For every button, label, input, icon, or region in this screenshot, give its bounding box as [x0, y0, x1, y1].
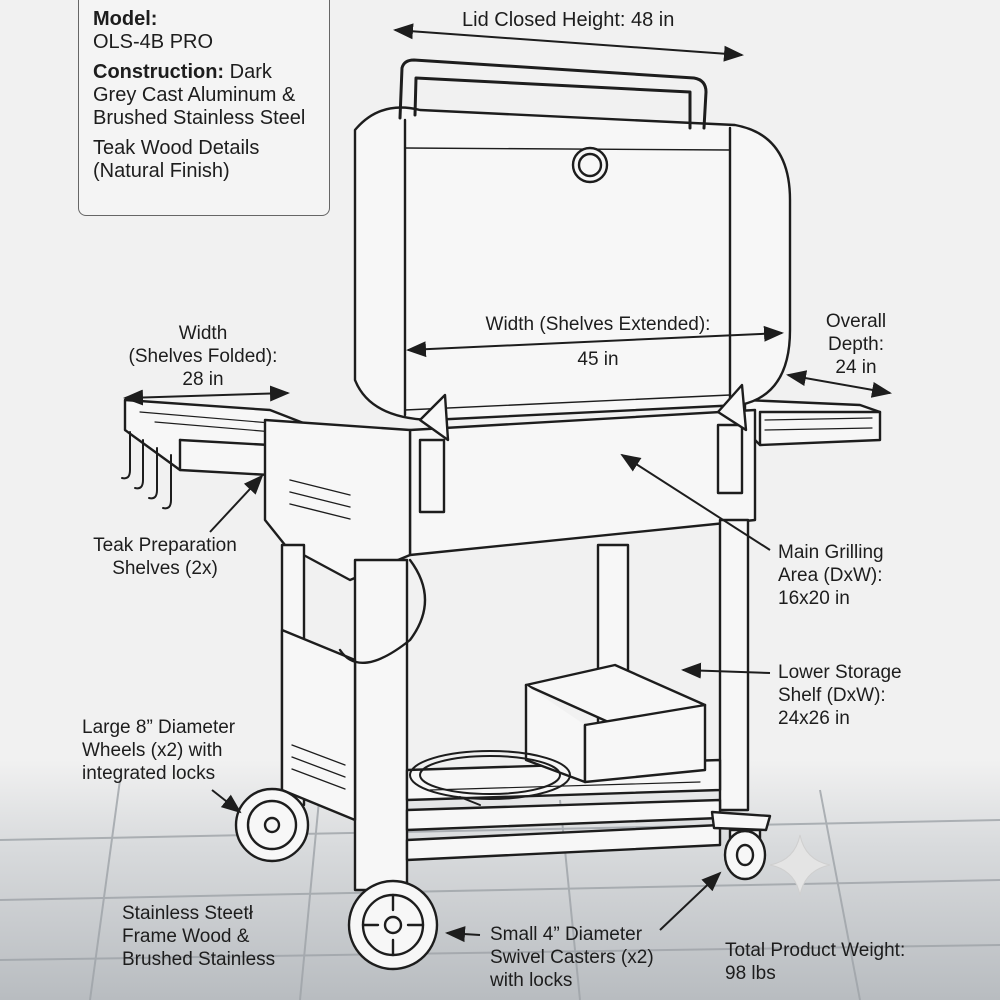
gas-line [338, 558, 427, 664]
teak-shelves-pointer [209, 474, 264, 533]
grill-lid [353, 106, 792, 422]
lid-height-label: Lid Closed Height: 48 in [462, 9, 675, 31]
casters-label: Small 4” Diameter Swivel Casters (x2) wi… [490, 924, 654, 991]
casters-pointer [659, 871, 722, 931]
model-value: OLS-4B PRO [93, 31, 214, 53]
width-folded-arrow [123, 385, 290, 406]
hose-coil [409, 750, 571, 806]
construction-value: Dark Grey Cast Aluminum & Brushed Stainl… [93, 61, 306, 129]
model-label: Model: [93, 8, 158, 30]
main-grilling-pointer [620, 453, 771, 551]
overall-depth-label: Overall Depth: 24 in [825, 311, 887, 378]
lid-height-arrow [393, 23, 744, 62]
right-teak-shelf [743, 398, 882, 447]
lower-storage-pointer [681, 662, 771, 679]
grill-firebox [263, 408, 757, 582]
lower-rail [405, 823, 722, 862]
large-wheel-front [347, 879, 439, 971]
large-wheel-back [234, 787, 310, 863]
storage-box [524, 663, 707, 784]
main-grilling-label: Main Grilling Area (DxW): 16x20 in [778, 542, 884, 609]
frame-label: Stainless Steetł Frame Wood & Brushed St… [122, 903, 276, 970]
teak-details: Teak Wood Details (Natural Finish) [93, 137, 260, 182]
construction-label: Construction: [93, 61, 225, 83]
width-extended-value: 45 in [577, 349, 619, 370]
patio-floor [0, 760, 1000, 1000]
weight-label: Total Product Weight: 98 lbs [725, 940, 906, 984]
lower-storage-label: Lower Storage Shelf (DxW): 24x26 in [778, 662, 902, 729]
width-extended-arrow [406, 325, 784, 358]
floor-tiles [0, 779, 1000, 1000]
frame-pointer [445, 926, 481, 943]
teak-shelves-label: Teak Preparation Shelves (2x) [93, 535, 237, 579]
width-extended-label: Width (Shelves Extended): [485, 314, 711, 335]
wheels-pointer [211, 789, 242, 814]
lid-hinges [418, 383, 748, 514]
swivel-caster [710, 810, 772, 881]
specifications-box: Model: OLS-4B PRO Construction: Dark Gre… [78, 0, 330, 216]
width-folded-label: Width (Shelves Folded): 28 in [128, 323, 278, 390]
wheels-label: Large 8” Diameter Wheels (x2) with integ… [82, 717, 236, 784]
depth-arrow [786, 370, 892, 398]
sparkle-icon [769, 834, 831, 896]
lid-handle [398, 58, 708, 130]
side-panel [280, 628, 357, 822]
utensil-hooks [121, 431, 172, 510]
